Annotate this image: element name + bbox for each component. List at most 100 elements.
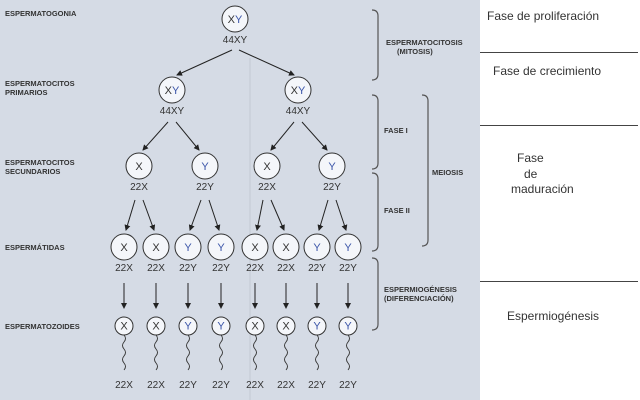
sperm-chromosome-glyph: Y (344, 321, 352, 333)
division-arrow (142, 199, 156, 231)
bracket-meiosis (421, 94, 429, 247)
sperm-tail (186, 334, 190, 371)
label-espermatidas: ESPERMÁTIDAS (5, 243, 65, 252)
cell-circle (253, 152, 281, 180)
sperm-chromosome-glyph: Y (184, 321, 192, 333)
phase-maduracion-line1: Fase (517, 151, 544, 165)
primary-karyotype-label: 44XY (160, 106, 185, 117)
sperm-tail (219, 334, 223, 371)
sperm-chromosome-glyph: X (120, 321, 128, 333)
chromosome-glyph: X (282, 242, 290, 254)
label-espermatocitosis: ESPERMATOCITOSIS (386, 38, 463, 47)
spermatid-karyotype-label: 22X (246, 263, 264, 274)
phase-proliferacion-label: Fase de proliferación (487, 9, 600, 23)
phase-crecimiento-label: Fase de crecimiento (493, 64, 602, 78)
sperm-karyotype-label: 22Y (179, 380, 197, 391)
chromosome-glyph: X (152, 242, 160, 254)
division-arrow (142, 121, 169, 151)
label-espermatocitos-secundarios-2: SECUNDARIOS (5, 167, 60, 176)
division-arrow (317, 199, 329, 231)
cell-circle (284, 76, 312, 104)
chromosome-glyph: Y (344, 242, 352, 254)
sperm-chromosome-glyph: Y (217, 321, 225, 333)
division-arrow (238, 49, 295, 76)
spermatid-karyotype-label: 22X (115, 263, 133, 274)
division-arrow (188, 199, 202, 231)
chromosome-glyph: X (135, 161, 143, 173)
chromosome-glyph: X (251, 242, 259, 254)
division-arrow (270, 121, 295, 151)
label-meiosis: MEIOSIS (432, 168, 463, 177)
bracket-fase1 (371, 94, 379, 170)
bracket-espermiogenesis (371, 257, 379, 331)
phase-proliferacion: Fase de proliferación (480, 0, 638, 53)
spermatid-karyotype-label: 22Y (308, 263, 326, 274)
division-arrow (301, 121, 328, 151)
label-fase1: FASE I (384, 126, 408, 135)
division-arrow (175, 121, 200, 151)
cell-circle (191, 152, 219, 180)
secondary-karyotype-label: 22X (258, 182, 276, 193)
cell-circle (207, 233, 235, 261)
phase-maduracion-line2: de (524, 167, 538, 181)
sperm-tail (315, 334, 319, 371)
spermatid-karyotype-label: 22Y (212, 263, 230, 274)
sperm-karyotype-label: 22Y (339, 380, 357, 391)
cell-circle (241, 233, 269, 261)
secondary-karyotype-label: 22Y (196, 182, 214, 193)
spermatid-karyotype-label: 22X (147, 263, 165, 274)
spermatid-karyotype-label: 22Y (339, 263, 357, 274)
phase-espermiogenesis-label: Espermiogénesis (507, 309, 600, 323)
cell-layer: XY44XYXY44XYXY44XYX22XY22YX22XY22YX22XX2… (110, 5, 362, 391)
cell-circle (110, 233, 138, 261)
label-fase2: FASE II (384, 206, 410, 215)
cell-circle (318, 152, 346, 180)
sperm-karyotype-label: 22X (115, 380, 133, 391)
secondary-karyotype-label: 22Y (323, 182, 341, 193)
sperm-chromosome-glyph: X (251, 321, 259, 333)
spermatid-karyotype-label: 22X (277, 263, 295, 274)
label-espermatocitos-primarios-2: PRIMARIOS (5, 88, 48, 97)
chromosome-glyph: XY (165, 85, 180, 97)
sperm-chromosome-glyph: X (152, 321, 160, 333)
phase-espermiogenesis: Espermiogénesis (480, 282, 638, 400)
division-arrow (176, 49, 233, 76)
cell-circle (174, 233, 202, 261)
sperm-karyotype-label: 22Y (212, 380, 230, 391)
division-arrow (208, 199, 221, 231)
primary-karyotype-label: 44XY (286, 106, 311, 117)
chromosome-glyph: X (120, 242, 128, 254)
chromosome-glyph: Y (184, 242, 192, 254)
sperm-karyotype-label: 22X (277, 380, 295, 391)
sperm-tail (122, 334, 126, 371)
sperm-chromosome-glyph: Y (313, 321, 321, 333)
cell-circle (142, 233, 170, 261)
cell-circle (125, 152, 153, 180)
label-diferenciacion: (DIFERENCIACIÓN) (384, 294, 454, 303)
division-arrow (335, 199, 348, 231)
label-espermatocitos-primarios-1: ESPERMATOCITOS (5, 79, 75, 88)
spermatogenesis-diagram: ESPERMATOGONIA ESPERMATOCITOS PRIMARIOS … (5, 5, 463, 400)
phase-crecimiento: Fase de crecimiento (480, 53, 638, 126)
label-espermatozoides: ESPERMATOZOIDES (5, 322, 80, 331)
spermatogonia-karyotype-label: 44XY (223, 35, 248, 46)
division-arrow (255, 199, 264, 231)
chromosome-glyph: X (263, 161, 271, 173)
chromosome-glyph: Y (201, 161, 209, 173)
division-arrow (270, 199, 285, 231)
chromosome-glyph: Y (313, 242, 321, 254)
bracket-espermatocitosis (371, 9, 379, 81)
sperm-karyotype-label: 22X (246, 380, 264, 391)
chromosome-glyph: XY (228, 14, 243, 26)
cell-circle (334, 233, 362, 261)
chromosome-glyph: Y (328, 161, 336, 173)
label-espermatocitos-secundarios-1: ESPERMATOCITOS (5, 158, 75, 167)
phase-maduracion-line3: maduración (511, 182, 574, 196)
diagram-panel: ESPERMATOGONIA ESPERMATOCITOS PRIMARIOS … (0, 0, 480, 400)
sperm-tail (253, 334, 257, 371)
label-mitosis: (MITOSIS) (397, 47, 433, 56)
label-espermiogenesis: ESPERMIOGÉNESIS (384, 285, 457, 294)
phase-maduracion: Fase de maduración (480, 126, 638, 282)
cell-circle (221, 5, 249, 33)
